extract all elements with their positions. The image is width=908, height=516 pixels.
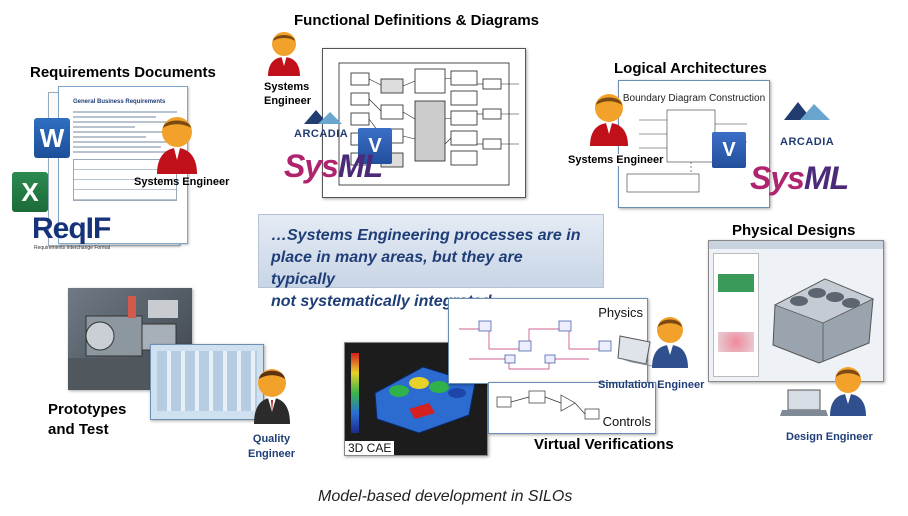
prototypes-title-line2: and Test: [48, 421, 109, 438]
design-laptop-icon: [780, 388, 830, 418]
functional-title: Functional Definitions & Diagrams: [294, 12, 540, 29]
cad-screenshot: [708, 240, 884, 382]
requirements-role-label: Systems Engineer: [134, 176, 230, 188]
logical-person-icon: [588, 92, 630, 146]
callout-line2: place in many areas, but they are typica…: [271, 249, 523, 288]
physical-role-label: Design Engineer: [786, 431, 873, 443]
sysml-ml-text: ML: [803, 160, 849, 196]
physics-schematic: Physics: [448, 298, 648, 384]
arcadia-text-functional: ARCADIA: [294, 128, 349, 140]
cad-titlebar: [709, 241, 883, 249]
arcadia-logo-functional: [298, 108, 346, 134]
virtual-title: Virtual Verifications: [534, 436, 674, 453]
reqif-logo: ReqIF: [32, 212, 111, 245]
logical-title: Logical Architectures: [614, 60, 767, 77]
prototypes-role-line2: Engineer: [248, 448, 296, 460]
logical-role-label: Systems Engineer: [566, 154, 666, 166]
caption: Model-based development in SILOs: [318, 488, 573, 505]
functional-block-diagram: [322, 48, 526, 198]
visio-icon-logical: V: [712, 132, 746, 168]
requirements-title: Requirements Documents: [30, 64, 216, 81]
sysml-sys-text: Sys: [284, 148, 339, 184]
design-engineer-person-icon: [828, 364, 868, 416]
engine-block-model: [772, 278, 874, 364]
cae-label: 3D CAE: [345, 441, 395, 455]
physics-schematic-drawing: [459, 320, 612, 370]
word-icon: W: [34, 118, 70, 158]
quality-engineer-person-icon: [252, 366, 292, 424]
simulation-laptop-icon: [616, 332, 662, 372]
systems-engineer-person-icon: [154, 114, 200, 174]
sysml-logo-functional: SysML: [284, 148, 383, 185]
physics-label: Physics: [598, 305, 643, 320]
boundary-diagram-title: Boundary Diagram Construction: [622, 93, 766, 104]
requirements-document: General Business Requirements: [58, 86, 188, 244]
daq-panel: [150, 344, 264, 420]
simulation-engineer-person-icon: [650, 314, 690, 368]
controls-label: Controls: [602, 414, 651, 429]
excel-icon: X: [12, 172, 48, 212]
cad-tree-panel: [713, 253, 759, 377]
reqif-subtitle: Requirements Interchange Format: [34, 245, 111, 251]
arcadia-logo-logical: [780, 98, 834, 124]
functional-role-line1: Systems: [264, 81, 310, 93]
boundary-diagram-drawing: [626, 109, 747, 193]
sysml-ml-text: ML: [337, 148, 383, 184]
sysml-sys-text: Sys: [750, 160, 805, 196]
prototypes-title: Prototypes and Test: [48, 400, 126, 440]
controls-schematic-drawing: [496, 390, 600, 420]
functional-person-icon: [266, 30, 302, 76]
physical-title: Physical Designs: [732, 222, 856, 239]
prototypes-role-line1: Quality: [252, 433, 291, 445]
virtual-role-label: Simulation Engineer: [598, 379, 705, 391]
document-heading: General Business Requirements: [73, 99, 166, 105]
logical-boundary-diagram: Boundary Diagram Construction: [618, 80, 770, 208]
controls-schematic: Controls: [488, 382, 656, 434]
functional-role-line2: Engineer: [264, 95, 312, 107]
prototypes-title-line1: Prototypes: [48, 401, 127, 418]
prototypes-role-label: Quality Engineer: [248, 432, 295, 462]
sysml-logo-logical: SysML: [750, 160, 849, 197]
arcadia-text-logical: ARCADIA: [780, 136, 835, 148]
visio-icon-functional: V: [358, 128, 392, 164]
cae-color-scale: [351, 353, 359, 433]
functional-role-label: Systems Engineer: [264, 80, 311, 108]
callout-box: …Systems Engineering processes are in pl…: [258, 214, 604, 310]
document-text-lines: [73, 111, 177, 153]
callout-line1: …Systems Engineering processes are in: [271, 227, 581, 244]
